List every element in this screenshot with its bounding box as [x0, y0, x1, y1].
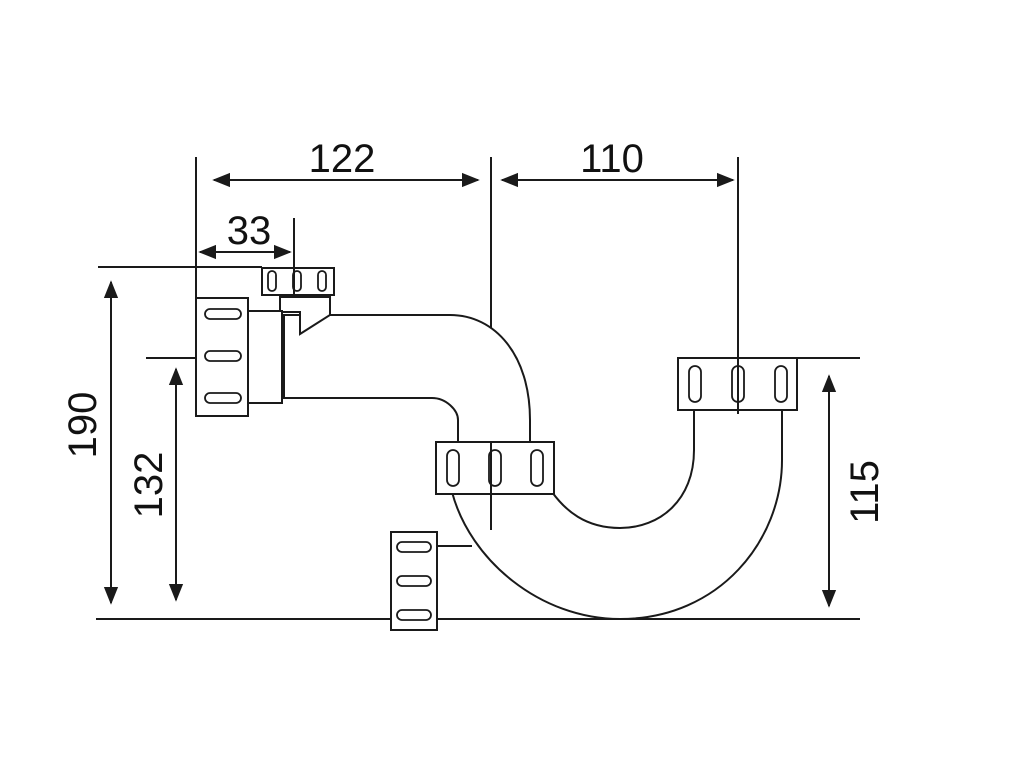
dim-label-110: 110 — [580, 137, 644, 181]
dimension-labels: 122 110 33 190 132 115 — [61, 137, 887, 524]
dim-label-33: 33 — [227, 209, 272, 253]
u-bend — [450, 409, 783, 621]
drain-nut — [390, 531, 438, 631]
inlet-nut — [195, 297, 249, 417]
inlet-sleeve — [243, 310, 283, 404]
dim-label-122: 122 — [309, 137, 376, 181]
overflow-nut — [261, 267, 335, 296]
axis-overlays — [293, 268, 739, 530]
dimension-arrows — [103, 172, 837, 608]
inlet-pipe — [283, 314, 531, 443]
dim-label-132: 132 — [127, 452, 171, 519]
dim-label-190: 190 — [61, 392, 105, 459]
trap-nut — [435, 441, 555, 495]
siphon-body — [243, 296, 783, 621]
dim-label-115: 115 — [843, 460, 887, 524]
